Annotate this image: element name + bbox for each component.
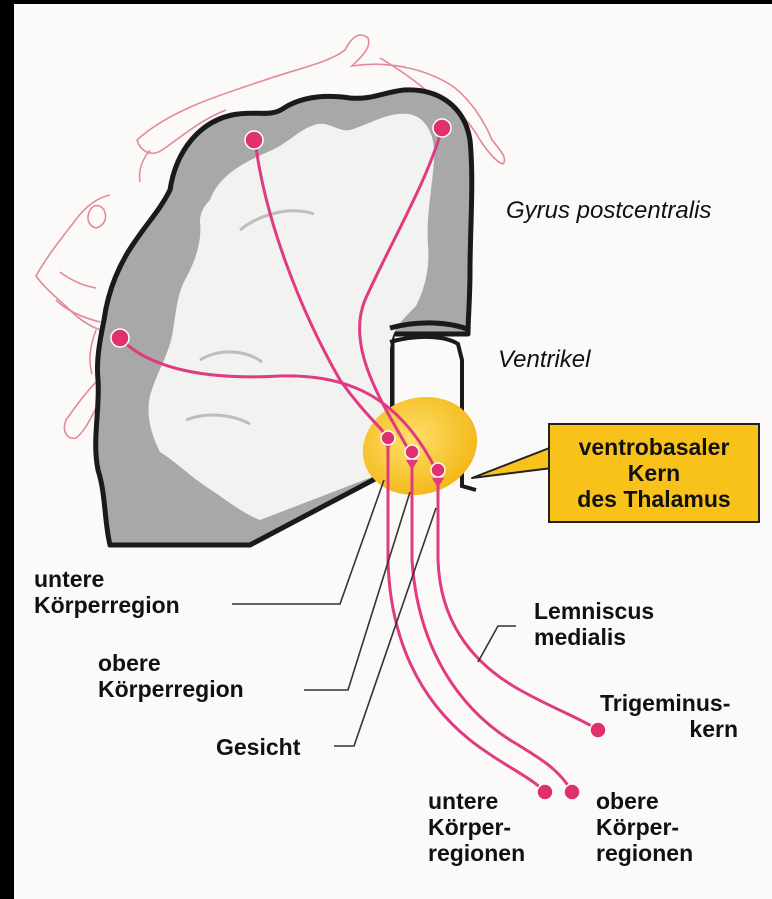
label-thalamus-line2: Kern [628, 460, 680, 486]
node-thalamus-1 [381, 431, 395, 445]
label-obere-koerperregion-line2: Körperregion [98, 676, 244, 702]
label-obere-koerperregion: obere Körperregion [98, 650, 244, 702]
label-gesicht: Gesicht [216, 734, 300, 760]
label-thalamus-line1: ventrobasaler [579, 434, 730, 460]
node-thalamus-3 [431, 463, 445, 477]
label-untere-koerperregionen: untere Körper- regionen [400, 788, 530, 866]
node-cortex-lateral [111, 329, 129, 347]
label-ventrikel: Ventrikel [498, 346, 590, 374]
node-cortex-right [433, 119, 451, 137]
label-obere-koerperregion-line1: obere [98, 650, 244, 676]
label-trigeminuskern: Trigeminus- kern [600, 690, 738, 742]
label-untere-regionen-line2: Körper- [400, 814, 530, 840]
label-lemniscus-line2: medialis [534, 624, 654, 650]
node-untere-regionen [537, 784, 553, 800]
label-untere-regionen-line1: untere [400, 788, 530, 814]
node-obere-regionen [564, 784, 580, 800]
label-box-thalamus: ventrobasaler Kern des Thalamus [548, 423, 760, 523]
label-trigeminus-line2: kern [600, 716, 738, 742]
label-trigeminus-line1: Trigeminus- [600, 690, 738, 716]
label-gyrus-postcentralis: Gyrus postcentralis [506, 197, 711, 225]
node-cortex-left [245, 131, 263, 149]
label-thalamus-line3: des Thalamus [577, 486, 730, 512]
label-untere-koerperregion: untere Körperregion [34, 566, 180, 618]
label-obere-regionen-line3: regionen [596, 840, 693, 866]
label-untere-koerperregion-line1: untere [34, 566, 180, 592]
label-lemniscus-medialis: Lemniscus medialis [534, 598, 654, 650]
label-untere-koerperregion-line2: Körperregion [34, 592, 180, 618]
label-obere-koerperregionen: obere Körper- regionen [596, 788, 693, 866]
label-obere-regionen-line1: obere [596, 788, 693, 814]
node-thalamus-2 [405, 445, 419, 459]
label-untere-regionen-line3: regionen [400, 840, 530, 866]
label-lemniscus-line1: Lemniscus [534, 598, 654, 624]
callout-pointer [472, 447, 552, 478]
label-obere-regionen-line2: Körper- [596, 814, 693, 840]
